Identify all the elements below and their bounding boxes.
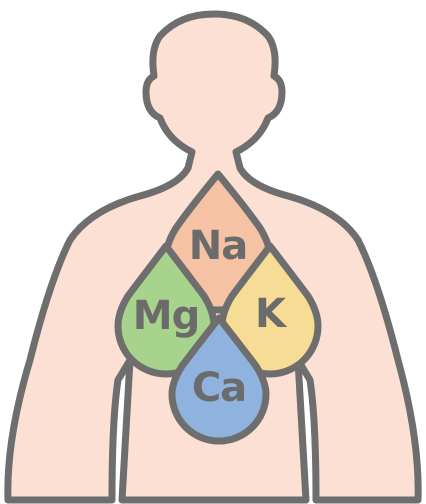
- magnesium-label: Mg: [133, 293, 199, 339]
- sodium-label: Na: [189, 223, 247, 269]
- calcium-label: Ca: [192, 365, 246, 411]
- potassium-label: K: [255, 291, 288, 337]
